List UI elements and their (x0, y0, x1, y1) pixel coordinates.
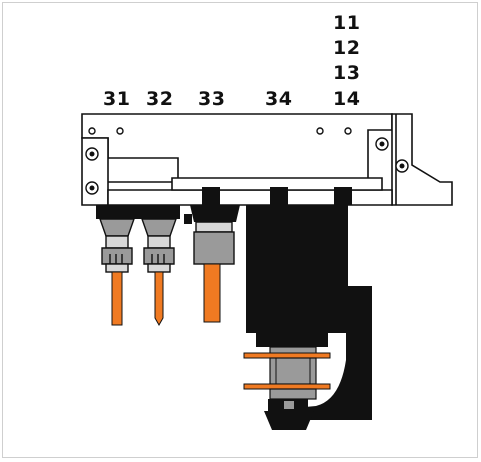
upper-housing-plate (81, 113, 393, 183)
screw-hole (316, 127, 324, 135)
rail-block (334, 187, 352, 205)
orange-tool (111, 271, 123, 326)
label-32: 32 (146, 88, 174, 110)
label-34: 34 (265, 88, 293, 110)
label-12: 12 (333, 37, 361, 59)
diagram-frame (2, 2, 478, 458)
label-14: 14 (333, 88, 361, 110)
label-31: 31 (103, 88, 131, 110)
label-33: 33 (198, 88, 226, 110)
label-11: 11 (333, 12, 361, 34)
spindle-32 (138, 205, 180, 327)
spindle-33 (184, 205, 240, 323)
orange-tool (154, 271, 164, 327)
right-side-bracket (391, 113, 453, 206)
rail-block (270, 187, 288, 205)
lower-spindle (243, 352, 331, 430)
screw-hole (116, 127, 124, 135)
orange-tool (203, 263, 221, 323)
label-13: 13 (333, 62, 361, 84)
screw-hole (88, 127, 96, 135)
screw-hole (344, 127, 352, 135)
motor-body-34 (246, 205, 372, 420)
lower-rail-step (171, 177, 383, 191)
spindle-31 (96, 205, 138, 326)
rail-block (202, 187, 220, 205)
